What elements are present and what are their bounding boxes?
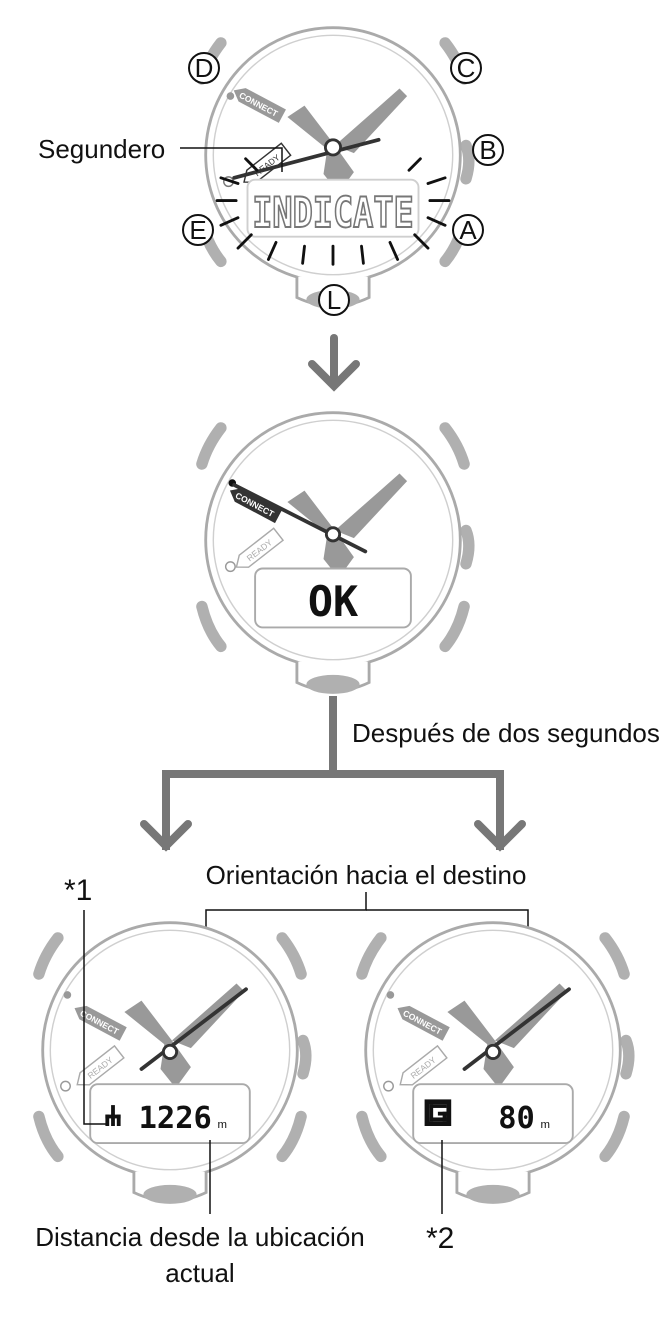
- svg-text:C: C: [457, 53, 476, 83]
- svg-text:L: L: [327, 285, 341, 315]
- unit-1: m: [218, 1119, 228, 1131]
- footnote-1-leader: [83, 910, 106, 1125]
- tower-icon: [105, 1105, 121, 1126]
- branch-arrows: [140, 696, 526, 852]
- svg-text:B: B: [479, 135, 496, 165]
- display-text-2: OK: [308, 577, 358, 626]
- button-c: C: [450, 52, 482, 84]
- svg-text:A: A: [459, 215, 477, 245]
- watch-2: CONNECT READY OK: [202, 413, 469, 694]
- second-hand-label: Segundero: [38, 134, 165, 164]
- distance-value-1: 1226: [139, 1101, 212, 1136]
- down-arrow-1: [308, 334, 360, 392]
- orientation-label: Orientación hacia el destino: [206, 860, 527, 890]
- watch-1: CONNECT READY INDICATE: [202, 28, 469, 309]
- display-text: INDICATE: [252, 188, 414, 237]
- distance-value-2: 80: [498, 1101, 535, 1136]
- button-e: E: [182, 214, 214, 246]
- second-hand: [232, 137, 381, 180]
- after-two-seconds-label: Después de dos segundos: [352, 718, 660, 748]
- watch-3: CONNECT READY 1226 m: [39, 923, 306, 1204]
- watch-4: CONNECT READY 80 m: [362, 923, 629, 1204]
- goal-icon: [424, 1099, 452, 1126]
- distance-label-line2: actual: [165, 1258, 234, 1288]
- button-b: B: [472, 134, 504, 166]
- second-hand-leader: [180, 147, 283, 172]
- footnote-2: *2: [426, 1222, 454, 1255]
- svg-text:D: D: [195, 53, 214, 83]
- button-l: L: [318, 284, 350, 316]
- blink-rays: [215, 157, 451, 266]
- button-d: D: [188, 52, 220, 84]
- svg-text:E: E: [189, 215, 206, 245]
- footnote-1: *1: [64, 874, 92, 907]
- button-a: A: [452, 214, 484, 246]
- distance-label-line1: Distancia desde la ubicación: [35, 1222, 365, 1252]
- unit-2: m: [541, 1119, 551, 1131]
